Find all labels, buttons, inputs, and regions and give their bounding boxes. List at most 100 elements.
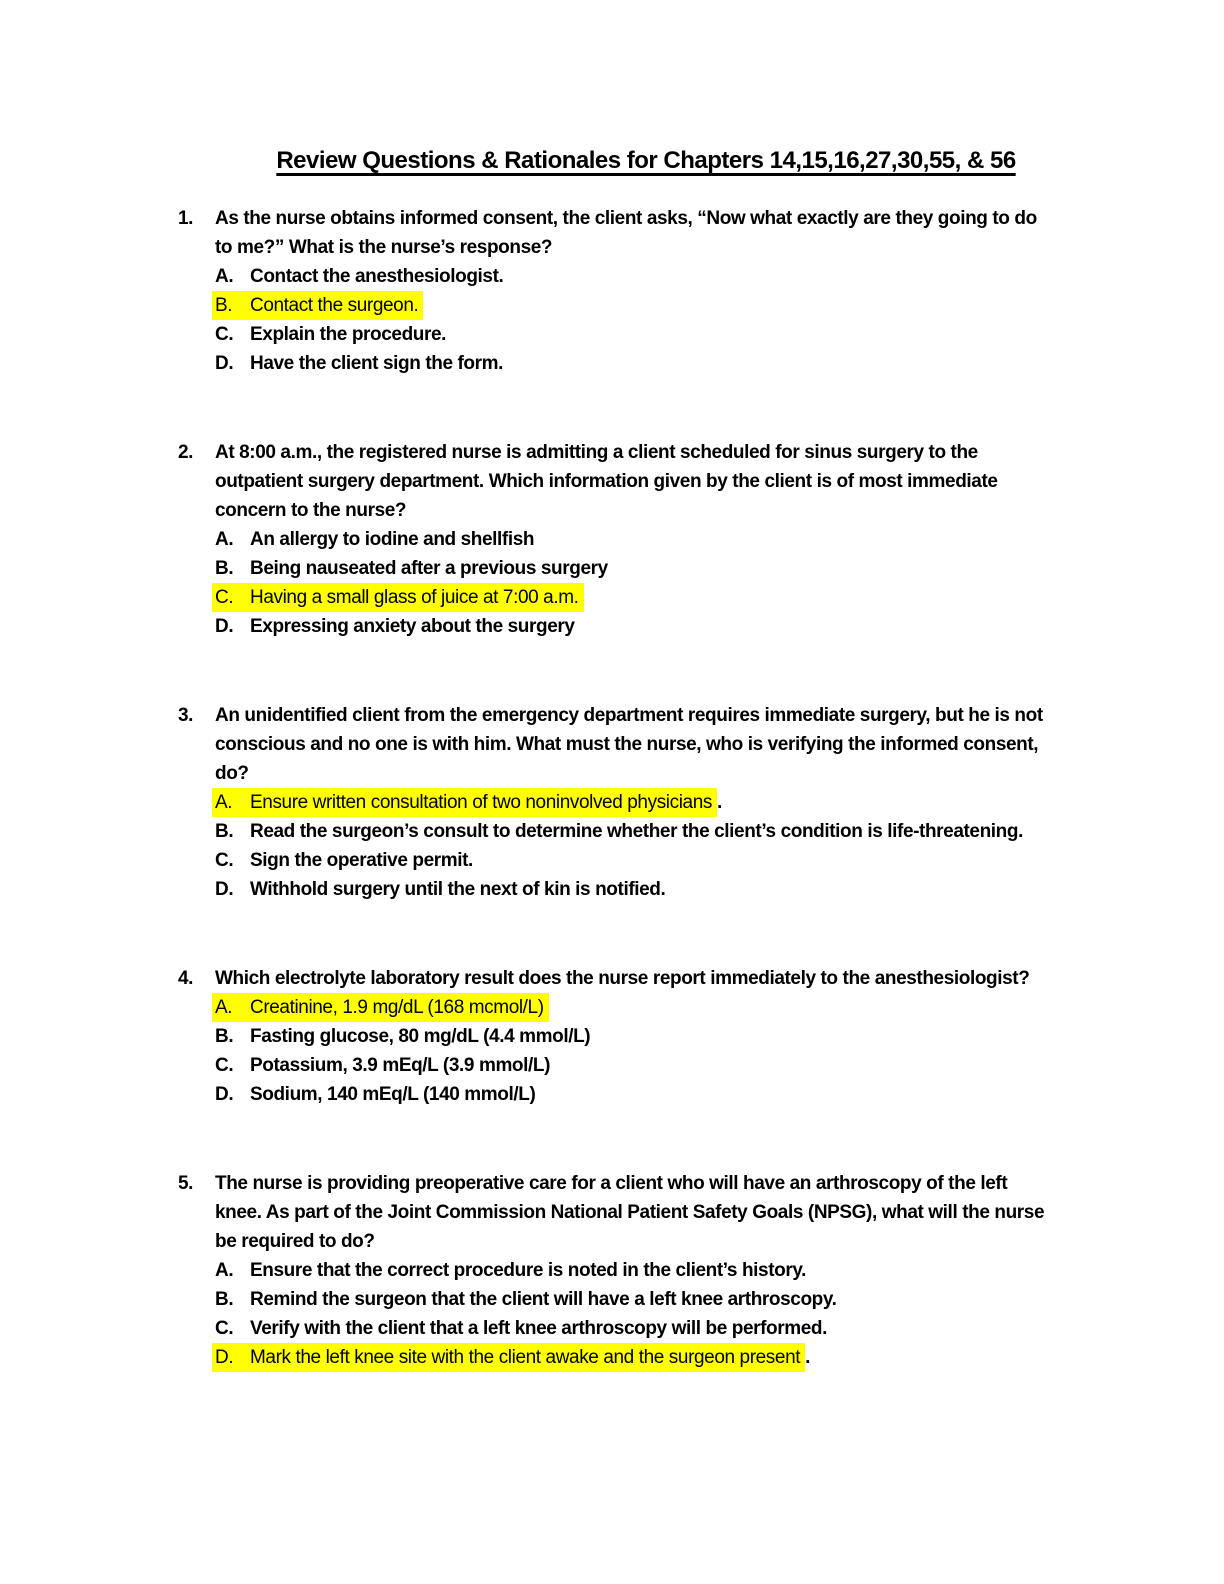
option-content: A.Contact the anesthesiologist. (215, 262, 504, 291)
option-letter: C. (215, 1318, 234, 1339)
question-body: An unidentified client from the emergenc… (212, 701, 1114, 904)
option-text: Verify with the client that a left knee … (250, 1318, 827, 1339)
page-title-text: Review Questions & Rationales for Chapte… (276, 147, 1016, 174)
option-content: D. Expressing anxiety about the surgery (215, 612, 575, 641)
question-text: An unidentified client from the emergenc… (215, 705, 1043, 784)
option-text: Have the client sign the form. (250, 353, 503, 374)
option-text: Remind the surgeon that the client will … (250, 1289, 837, 1310)
option-letter: C. (215, 850, 234, 871)
option-text: Contact the surgeon. (250, 295, 419, 316)
options-list: A.An allergy to iodine and shellfish B.B… (212, 525, 1114, 641)
option-content: B.Being nauseated after a previous surge… (215, 554, 608, 583)
option-row: C. Verify with the client that a left kne… (215, 1314, 1114, 1343)
question-body: As the nurse obtains informed consent, t… (212, 204, 1114, 378)
question: 3. An unidentified client from the emerg… (178, 701, 1114, 904)
options-list: A. Creatinine, 1.9 mg/dL (168 mcmol/L) B.… (212, 993, 1114, 1109)
option-text: Sodium, 140 mEq/L (140 mmol/L) (250, 1084, 536, 1105)
option-content: D. Have the client sign the form. (215, 349, 503, 378)
option-content: A. Creatinine, 1.9 mg/dL (168 mcmol/L) (212, 993, 549, 1022)
option-text: Read the surgeon’s consult to determine … (250, 821, 1023, 842)
option-letter: B. (215, 1026, 234, 1047)
option-suffix: . (805, 1347, 811, 1368)
option-letter: B. (215, 821, 234, 842)
question: 4. Which electrolyte laboratory result d… (178, 964, 1114, 1109)
option-row: A.Ensure written consultation of two non… (212, 788, 1114, 817)
option-content: B. Read the surgeon’s consult to determin… (215, 817, 1023, 846)
option-text: Ensure that the correct procedure is not… (250, 1260, 806, 1281)
question: 2. At 8:00 a.m., the registered nurse is… (178, 438, 1114, 641)
option-letter: A. (215, 792, 233, 813)
option-content: D. Withhold surgery until the next of kin… (215, 875, 666, 904)
option-text: Mark the left knee site with the client … (250, 1347, 801, 1368)
option-row: A.An allergy to iodine and shellfish (215, 525, 1114, 554)
question-number: 2. (178, 442, 194, 463)
option-text: Fasting glucose, 80 mg/dL (4.4 mmol/L) (250, 1026, 591, 1047)
option-row: B. Contact the surgeon. (212, 291, 1114, 320)
option-row: D. Sodium, 140 mEq/L (140 mmol/L) (215, 1080, 1114, 1109)
question-body: At 8:00 a.m., the registered nurse is ad… (212, 438, 1114, 641)
question-body: Which electrolyte laboratory result does… (212, 964, 1114, 1109)
question: 1. As the nurse obtains informed consent… (178, 204, 1114, 378)
option-text: Withhold surgery until the next of kin i… (250, 879, 666, 900)
option-text: Expressing anxiety about the surgery (250, 616, 575, 637)
questions-list: 1. As the nurse obtains informed consent… (178, 204, 1114, 1372)
option-letter: D. (215, 1347, 234, 1368)
option-content: D. Sodium, 140 mEq/L (140 mmol/L) (215, 1080, 536, 1109)
option-row: A.Ensure that the correct procedure is n… (215, 1256, 1114, 1285)
page-title: Review Questions & Rationales for Chapte… (178, 146, 1114, 176)
question-text: At 8:00 a.m., the registered nurse is ad… (215, 442, 998, 521)
option-text: Creatinine, 1.9 mg/dL (168 mcmol/L) (250, 997, 544, 1018)
option-row: C. Having a small glass of juice at 7:00 … (212, 583, 1114, 612)
option-content: C. Verify with the client that a left kne… (215, 1314, 827, 1343)
option-text: An allergy to iodine and shellfish (250, 529, 535, 550)
option-row: D. Expressing anxiety about the surgery (215, 612, 1114, 641)
option-letter: C. (215, 1055, 234, 1076)
options-list: A.Contact the anesthesiologist. B. Contac… (212, 262, 1114, 378)
option-text: Explain the procedure. (250, 324, 447, 345)
option-row: D. Mark the left knee site with the clien… (212, 1343, 1114, 1372)
option-row: B.Being nauseated after a previous surge… (215, 554, 1114, 583)
option-letter: D. (215, 1084, 234, 1105)
question-text: Which electrolyte laboratory result does… (215, 968, 1030, 989)
question-number: 4. (178, 968, 194, 989)
option-letter: C. (215, 587, 234, 608)
question-number: 1. (178, 208, 194, 229)
option-text: Being nauseated after a previous surgery (250, 558, 608, 579)
option-letter: A. (215, 997, 233, 1018)
option-suffix: . (716, 792, 722, 813)
option-row: B. Fasting glucose, 80 mg/dL (4.4 mmol/L) (215, 1022, 1114, 1051)
option-text: Having a small glass of juice at 7:00 a.… (250, 587, 579, 608)
option-content: D. Mark the left knee site with the clien… (212, 1343, 806, 1372)
options-list: A.Ensure written consultation of two non… (212, 788, 1114, 904)
option-content: A.An allergy to iodine and shellfish (215, 525, 535, 554)
option-content: A.Ensure that the correct procedure is n… (215, 1256, 806, 1285)
option-content: C.Sign the operative permit. (215, 846, 473, 875)
option-content: C. Explain the procedure. (215, 320, 446, 349)
option-row: C. Explain the procedure. (215, 320, 1114, 349)
option-row: C. Potassium, 3.9 mEq/L (3.9 mmol/L) (215, 1051, 1114, 1080)
option-content: C. Having a small glass of juice at 7:00 … (212, 583, 584, 612)
option-text: Contact the anesthesiologist. (250, 266, 504, 287)
option-letter: D. (215, 879, 234, 900)
option-letter: C. (215, 324, 234, 345)
option-letter: D. (215, 353, 234, 374)
option-row: B. Read the surgeon’s consult to determin… (215, 817, 1114, 846)
option-letter: B. (215, 295, 233, 316)
option-row: D. Withhold surgery until the next of kin… (215, 875, 1114, 904)
options-list: A.Ensure that the correct procedure is n… (212, 1256, 1114, 1372)
question-number: 3. (178, 705, 194, 726)
option-row: B. Remind the surgeon that the client wil… (215, 1285, 1114, 1314)
option-content: B. Contact the surgeon. (212, 291, 424, 320)
option-row: A.Contact the anesthesiologist. (215, 262, 1114, 291)
option-letter: D. (215, 616, 234, 637)
question-text: As the nurse obtains informed consent, t… (215, 208, 1037, 258)
option-letter: B. (215, 1289, 234, 1310)
question: 5. The nurse is providing preoperative c… (178, 1169, 1114, 1372)
option-row: C.Sign the operative permit. (215, 846, 1114, 875)
question-body: The nurse is providing preoperative care… (212, 1169, 1114, 1372)
question-text: The nurse is providing preoperative care… (215, 1173, 1045, 1252)
option-content: C. Potassium, 3.9 mEq/L (3.9 mmol/L) (215, 1051, 550, 1080)
option-text: Potassium, 3.9 mEq/L (3.9 mmol/L) (250, 1055, 551, 1076)
option-content: A.Ensure written consultation of two non… (212, 788, 717, 817)
